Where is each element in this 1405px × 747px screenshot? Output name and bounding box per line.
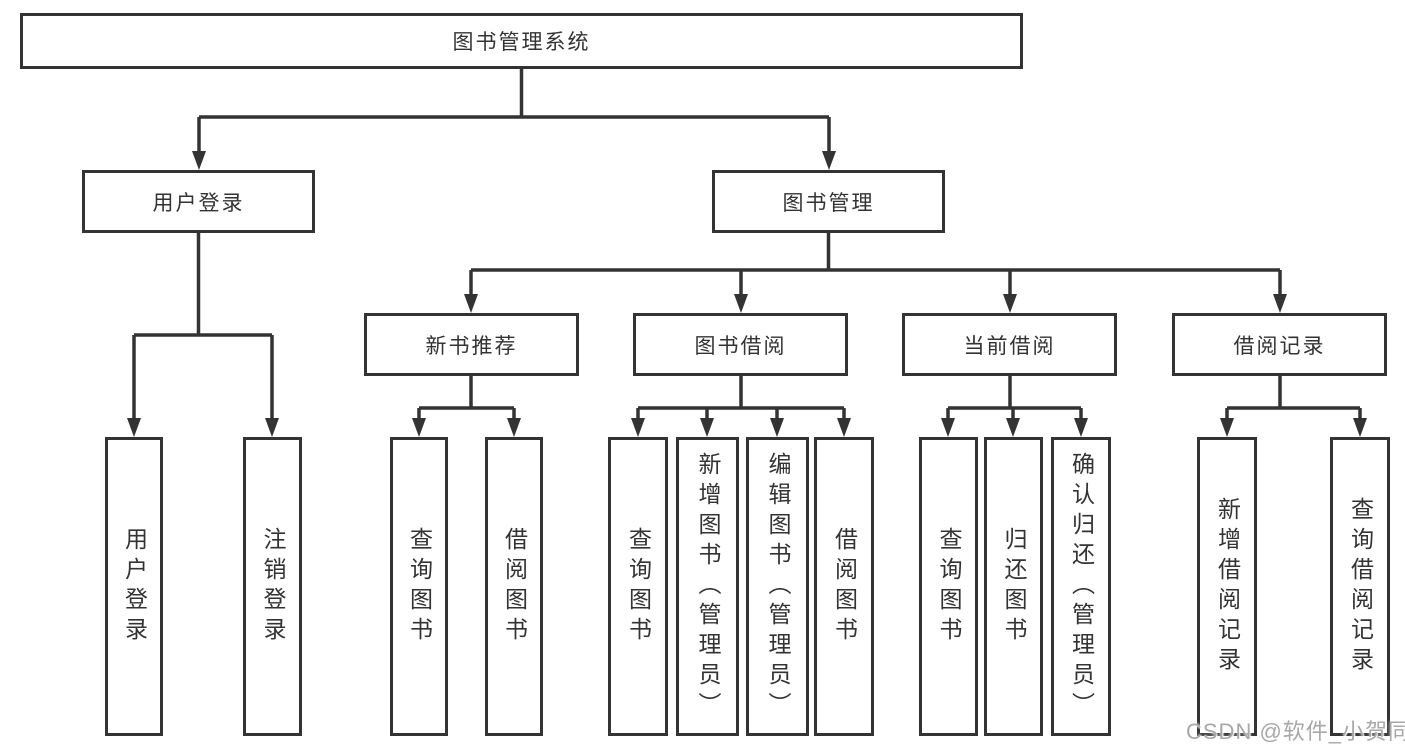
node-book-borrowing: 图书借阅 — [633, 313, 848, 376]
leaf-user-login: 用户登录 — [105, 437, 163, 736]
node-label: 图书借阅 — [694, 334, 787, 358]
node-borrowing-records: 借阅记录 — [1172, 313, 1387, 376]
node-label: 借阅图书 — [501, 526, 528, 647]
node-label: 新增图书（管理员） — [695, 451, 721, 722]
leaf-edit-book-admin: 编辑图书（管理员） — [746, 437, 809, 736]
node-label: 图书管理系统 — [452, 31, 591, 54]
node-new-book-recommendation: 新书推荐 — [364, 313, 579, 376]
node-label: 新增借阅记录 — [1214, 496, 1241, 677]
node-library-management-system: 图书管理系统 — [20, 13, 1023, 69]
node-label: 查询图书 — [625, 526, 652, 647]
node-label: 用户登录 — [121, 526, 148, 647]
node-label: 查询图书 — [936, 526, 962, 647]
node-label: 查询图书 — [406, 526, 433, 647]
node-label: 借阅记录 — [1233, 334, 1326, 358]
node-label: 查询借阅记录 — [1347, 496, 1374, 677]
node-label: 编辑图书（管理员） — [765, 451, 791, 722]
leaf-confirm-return-admin: 确认归还（管理员） — [1051, 437, 1111, 736]
leaf-add-borrow-record: 新增借阅记录 — [1197, 437, 1257, 736]
leaf-query-books-recommend: 查询图书 — [390, 437, 448, 736]
node-label: 用户登录 — [152, 191, 245, 215]
node-user-login: 用户登录 — [82, 170, 315, 233]
node-label: 归还图书 — [1001, 526, 1027, 647]
csdn-watermark: CSDN @软件_小贺同学 — [1186, 719, 1405, 744]
leaf-borrow-books-recommend: 借阅图书 — [485, 437, 543, 736]
arrow-heads — [127, 151, 1367, 437]
tree-edges — [132, 69, 1362, 421]
node-label: 确认归还（管理员） — [1068, 451, 1095, 722]
leaf-logout: 注销登录 — [243, 437, 302, 736]
leaf-query-books-borrowing: 查询图书 — [608, 437, 668, 736]
node-label: 当前借阅 — [963, 334, 1056, 358]
node-label: 图书管理 — [782, 191, 875, 215]
node-label: 借阅图书 — [831, 526, 858, 647]
node-label: 注销登录 — [260, 526, 286, 647]
leaf-add-book-admin: 新增图书（管理员） — [676, 437, 739, 736]
node-book-management: 图书管理 — [712, 170, 945, 233]
leaf-query-books-current: 查询图书 — [919, 437, 978, 736]
node-current-borrowing: 当前借阅 — [902, 313, 1117, 376]
leaf-return-book: 归还图书 — [984, 437, 1043, 736]
node-label: 新书推荐 — [425, 334, 518, 358]
leaf-borrow-books-borrowing: 借阅图书 — [814, 437, 874, 736]
leaf-query-borrow-record: 查询借阅记录 — [1330, 437, 1390, 736]
